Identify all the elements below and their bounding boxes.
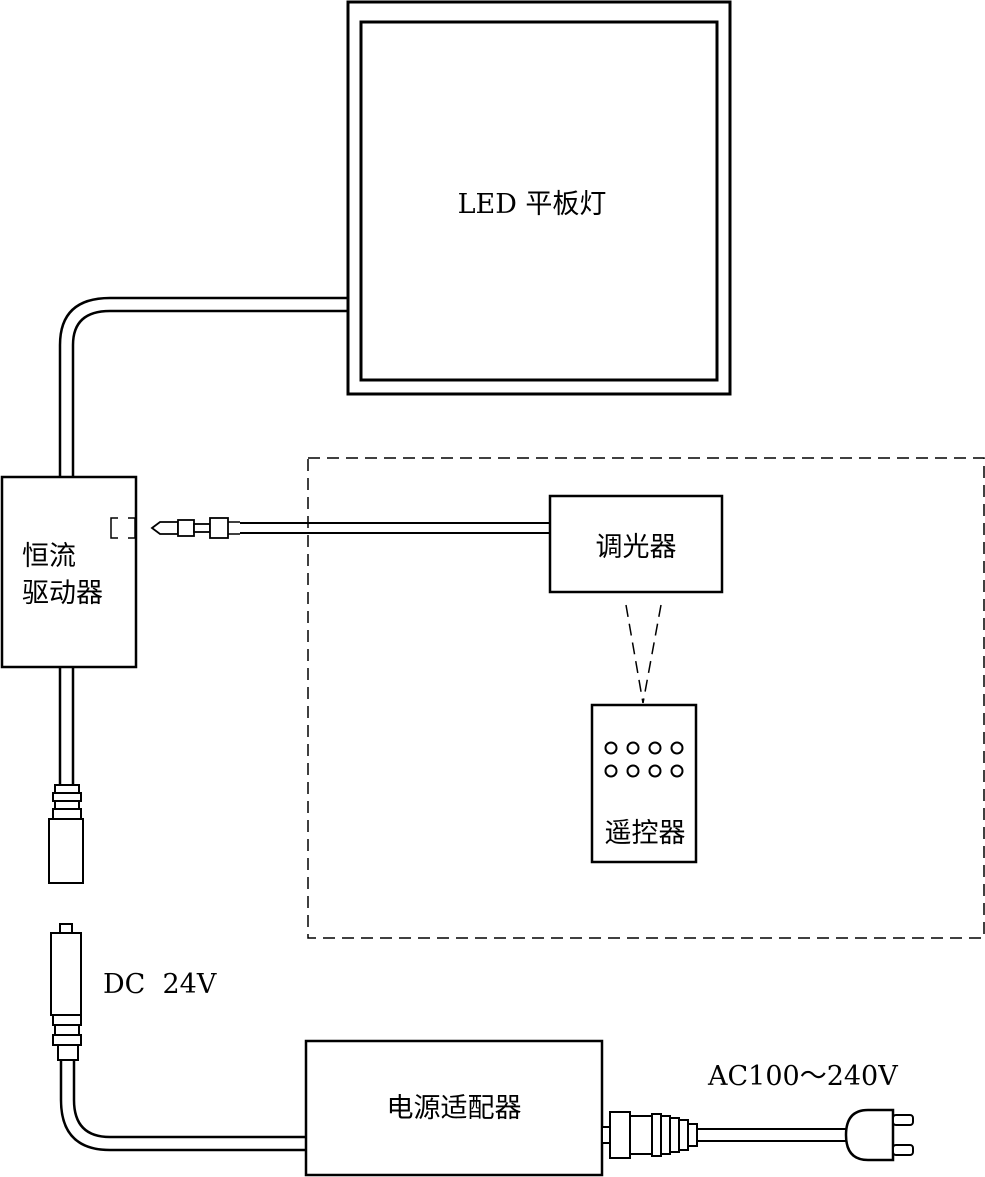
ac-voltage-label: AC100～240V [707, 1061, 898, 1092]
led-panel-inner-frame [359, 20, 719, 382]
remote-label: 遥控器 [605, 818, 686, 849]
remote-button [670, 741, 684, 755]
led-panel-outer-frame [346, 0, 732, 396]
dc-female-connector [48, 784, 84, 884]
dimming-group-dashed-box [307, 457, 985, 939]
remote-button [604, 741, 618, 755]
remote-button [626, 764, 640, 778]
ir-signal-beam [625, 604, 662, 704]
dimmer-label: 调光器 [596, 532, 677, 563]
dimmer-cable [240, 522, 550, 534]
remote-buttons [604, 741, 684, 778]
dimmer: 调光器 [548, 494, 724, 594]
dc-male-connector [50, 923, 82, 1061]
driver-output-cable [58, 667, 75, 785]
remote-body [590, 703, 698, 864]
remote-control: 遥控器 [590, 703, 698, 864]
adapter-dc-cable [59, 1060, 306, 1152]
led-panel: LED 平板灯 [346, 0, 732, 396]
remote-button [604, 764, 618, 778]
ac-plug [844, 1108, 914, 1162]
adapter-box [304, 1039, 604, 1177]
remote-button [648, 741, 662, 755]
ac-strain-relief [601, 1111, 698, 1159]
adapter-label: 电源适配器 [387, 1093, 522, 1124]
panel-cable [58, 296, 348, 477]
dimmer-box [548, 494, 724, 594]
ac-cord [697, 1128, 848, 1142]
remote-button [626, 741, 640, 755]
driver-box [0, 475, 138, 669]
led-panel-label: LED 平板灯 [458, 189, 607, 220]
power-adapter: 电源适配器 [304, 1039, 604, 1177]
driver-label-line1: 恒流 [22, 541, 76, 572]
remote-button [648, 764, 662, 778]
jack-socket [110, 517, 136, 539]
driver-label-line2: 驱动器 [22, 578, 103, 609]
dc-voltage-label: DC 24V [103, 969, 217, 1000]
constant-current-driver: 恒流 驱动器 [0, 475, 138, 669]
audio-jack-plug [150, 517, 240, 539]
remote-button [670, 764, 684, 778]
